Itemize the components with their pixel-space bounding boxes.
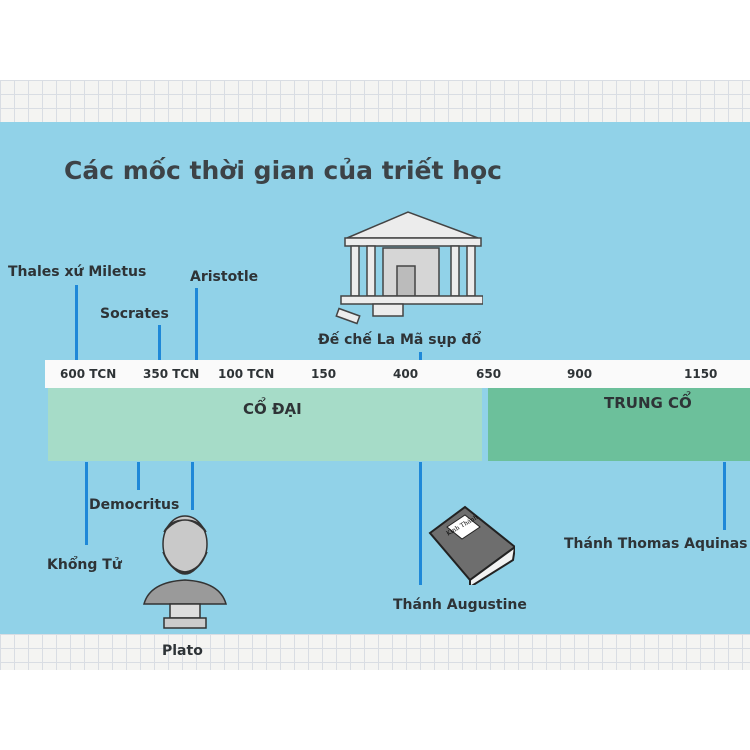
event-roman-empire-fall: Đế chế La Mã sụp đổ [318, 332, 482, 348]
tick-label: 1150 [684, 367, 718, 381]
marker-line [191, 462, 194, 510]
marker-line [158, 325, 161, 360]
marker-line [137, 462, 140, 490]
tick-label: 150 [311, 367, 337, 381]
era-label: CỔ ĐẠI [243, 400, 302, 418]
event-augustine: Thánh Augustine [393, 597, 527, 613]
era-label: TRUNG CỔ [604, 394, 692, 412]
grid-paper-top [0, 80, 750, 122]
plato-bust-illustration [143, 515, 227, 629]
tick-label: 600 TCN [60, 367, 117, 381]
event-thales: Thales xứ Miletus [8, 264, 147, 280]
marker-line [75, 285, 78, 360]
tick-label: 900 [567, 367, 593, 381]
marker-line [419, 352, 422, 360]
temple-illustration [335, 211, 483, 325]
event-plato: Plato [162, 643, 203, 659]
event-aristotle: Aristotle [190, 269, 259, 285]
grid-paper-bottom [0, 634, 750, 670]
tick-label: 400 [393, 367, 419, 381]
event-confucius: Khổng Tử [47, 557, 122, 573]
page-title: Các mốc thời gian của triết học [64, 156, 502, 185]
marker-line [723, 462, 726, 530]
marker-line [85, 462, 88, 545]
tick-label: 650 [476, 367, 502, 381]
event-democritus: Democritus [89, 497, 180, 513]
era-ancient: CỔ ĐẠI [48, 388, 482, 461]
marker-line [195, 288, 198, 360]
marker-line [419, 462, 422, 585]
tick-label: 100 TCN [218, 367, 275, 381]
event-aquinas: Thánh Thomas Aquinas [564, 536, 748, 552]
tick-label: 350 TCN [143, 367, 200, 381]
era-medieval: TRUNG CỔ [488, 388, 750, 461]
timeline-axis [45, 360, 750, 388]
event-socrates: Socrates [100, 306, 169, 322]
bible-book-illustration: Kinh Thánh [428, 505, 515, 585]
